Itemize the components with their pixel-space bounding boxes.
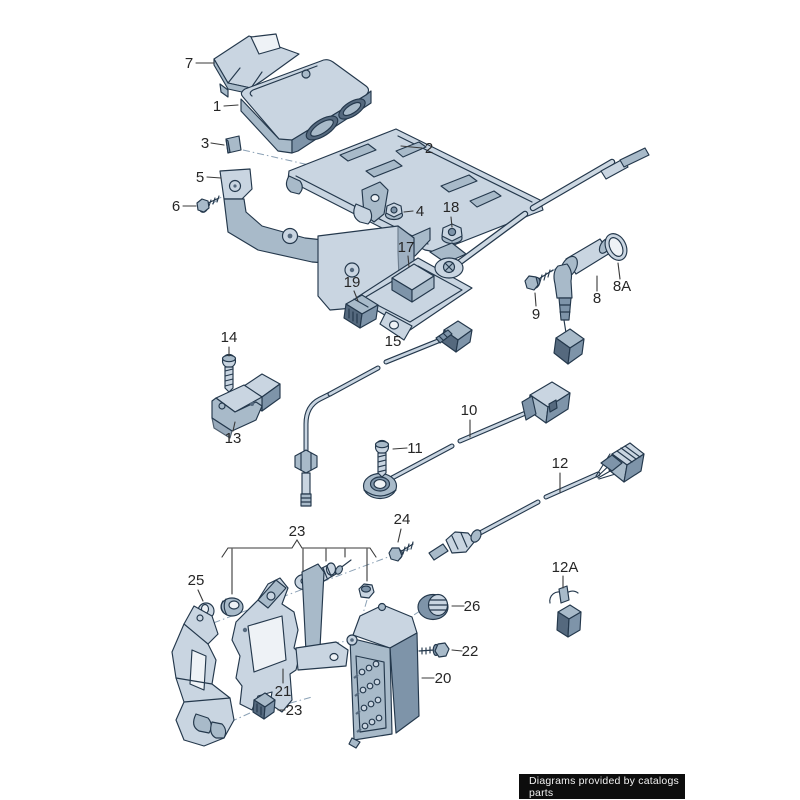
part-control-unit-ecu: [240, 59, 372, 154]
callout-15: 15: [385, 333, 402, 350]
callout-labels: 7 1 3 2 5 6 4 18 17 19 9 8 8A 14 13 15 1…: [172, 55, 631, 719]
part-left-bracket: [171, 605, 235, 747]
part-bolt-6: [196, 195, 220, 213]
part-bolt-24: [388, 541, 414, 562]
part-o-ring-8A: [604, 233, 628, 261]
callout-26: 26: [464, 598, 481, 615]
callout-9: 9: [532, 306, 540, 323]
part-screw-14: [221, 353, 237, 393]
part-egt-sensor-15: [294, 320, 473, 507]
callout-20: 20: [435, 670, 452, 687]
part-connector-19: [343, 294, 379, 329]
part-clip-nut-23: [252, 692, 276, 720]
callout-11: 11: [407, 440, 423, 457]
callout-23-upper: 23: [289, 523, 306, 540]
part-knock-sensor-10: [362, 381, 571, 500]
callout-4: 4: [416, 203, 424, 220]
callout-19: 19: [344, 274, 361, 291]
part-grommet-cap-26: [417, 593, 449, 621]
callout-8: 8: [593, 290, 601, 307]
callout-25: 25: [188, 572, 205, 589]
callout-17: 17: [398, 239, 415, 256]
callout-18: 18: [443, 199, 460, 216]
part-flange-nut-4: [384, 202, 404, 221]
part-control-module-20: [346, 602, 420, 749]
callout-7: 7: [185, 55, 193, 72]
callout-8A: 8A: [613, 278, 631, 295]
callout-5: 5: [196, 169, 204, 186]
part-bolt-22: [418, 642, 450, 658]
callout-13: 13: [225, 430, 242, 447]
part-retainer-clip: [225, 135, 242, 154]
callout-1: 1: [213, 98, 221, 115]
watermark-badge: Diagrams provided by catalogs parts: [519, 774, 685, 799]
callout-12A: 12A: [552, 559, 579, 576]
callout-6: 6: [172, 198, 180, 215]
callout-12: 12: [552, 455, 569, 472]
callout-24: 24: [394, 511, 411, 528]
part-crankshaft-sensor-8: [553, 238, 612, 365]
leader-lines: [182, 62, 621, 711]
callout-23-lower: 23: [286, 702, 303, 719]
part-bolt-9: [524, 269, 554, 291]
callout-22: 22: [462, 643, 479, 660]
part-screw-11: [374, 439, 390, 478]
part-sensor-13: [211, 373, 281, 439]
callout-10: 10: [461, 402, 478, 419]
part-sensor-module-17: [355, 147, 650, 341]
callout-3: 3: [201, 135, 209, 152]
part-mounting-tray: [285, 128, 544, 253]
part-oxygen-sensor-12: [428, 442, 645, 561]
callout-14: 14: [221, 329, 238, 346]
callout-2: 2: [425, 140, 433, 157]
watermark-text: Diagrams provided by catalogs parts: [529, 774, 679, 799]
part-grommet-set-23: [220, 559, 375, 617]
module-pins: [353, 660, 383, 733]
callout-21: 21: [275, 683, 292, 700]
part-cable-clip-12A: [549, 585, 582, 638]
part-flange-nut-18: [441, 223, 463, 245]
